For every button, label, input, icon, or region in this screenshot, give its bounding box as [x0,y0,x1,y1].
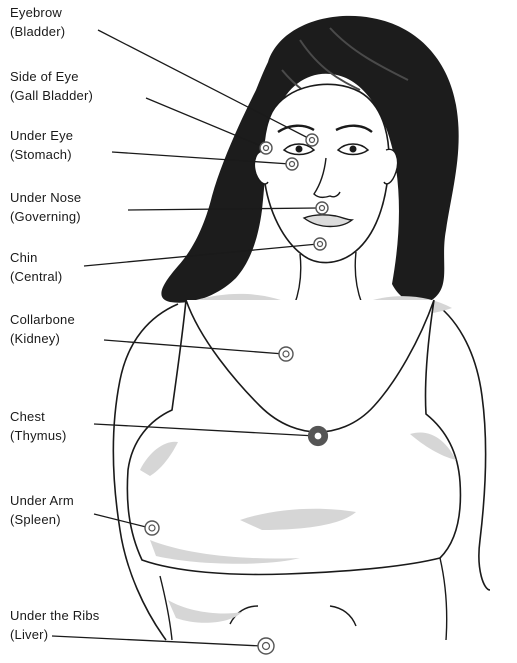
label-collarbone-meridian: (Kidney) [10,329,75,348]
label-eyebrow-name: Eyebrow [10,3,65,22]
label-under-arm: Under Arm (Spleen) [10,491,74,529]
label-collarbone: Collarbone (Kidney) [10,310,75,348]
label-under-eye: Under Eye (Stomach) [10,126,73,164]
label-chest-name: Chest [10,407,67,426]
label-chest: Chest (Thymus) [10,407,67,445]
label-under-eye-meridian: (Stomach) [10,145,73,164]
label-collarbone-name: Collarbone [10,310,75,329]
label-under-the-ribs-meridian: (Liver) [10,625,100,644]
collarbone-point-marker [279,347,293,361]
label-side-of-eye: Side of Eye (Gall Bladder) [10,67,93,105]
label-under-nose-name: Under Nose [10,188,81,207]
torso-shading [168,600,242,623]
under-nose-point-marker [316,202,328,214]
label-eyebrow-meridian: (Bladder) [10,22,65,41]
under-the-ribs-point-marker [258,638,274,654]
ear-right [384,149,398,184]
label-under-the-ribs-name: Under the Ribs [10,606,100,625]
top-garment [127,300,460,574]
label-under-the-ribs: Under the Ribs (Liver) [10,606,100,644]
chin-point-marker [314,238,326,250]
under-eye-point-marker [286,158,298,170]
label-under-arm-name: Under Arm [10,491,74,510]
face [263,84,389,262]
eyebrow-point-marker [306,134,318,146]
under-arm-point-marker [145,521,159,535]
label-side-of-eye-name: Side of Eye [10,67,93,86]
chest-point-marker [309,427,327,445]
side-of-eye-point-marker [260,142,272,154]
label-under-nose: Under Nose (Governing) [10,188,81,226]
label-under-eye-name: Under Eye [10,126,73,145]
label-eyebrow: Eyebrow (Bladder) [10,3,65,41]
label-chin-name: Chin [10,248,62,267]
label-under-nose-meridian: (Governing) [10,207,81,226]
label-under-arm-meridian: (Spleen) [10,510,74,529]
label-chin-meridian: (Central) [10,267,62,286]
label-chin: Chin (Central) [10,248,62,286]
label-side-of-eye-meridian: (Gall Bladder) [10,86,93,105]
label-chest-meridian: (Thymus) [10,426,67,445]
